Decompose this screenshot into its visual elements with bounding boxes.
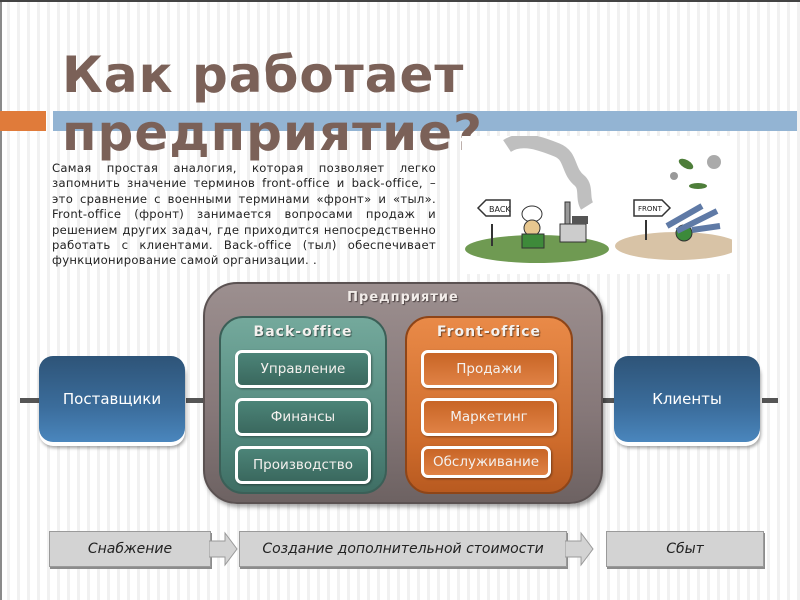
back-office-item-production: Производство (235, 446, 371, 484)
flow-step-supply: Снабжение (49, 531, 211, 567)
title-accent-bar (53, 111, 797, 131)
slide-title: Как работает предприятие? (62, 46, 484, 162)
connector-right-outer (762, 398, 778, 403)
connector-left-outer (20, 398, 40, 403)
back-front-cartoon-image: BACK FRONT (462, 136, 732, 274)
front-office-item-service: Обслуживание (421, 446, 551, 478)
flow-step-value-creation: Создание дополнительной стоимости (239, 531, 567, 567)
connector-right-inner (600, 398, 614, 403)
back-office-item-management: Управление (235, 350, 371, 388)
back-sign-text: BACK (489, 205, 511, 214)
front-sign-text: FRONT (638, 205, 663, 213)
back-office-label: Back-office (253, 324, 353, 340)
front-office-item-marketing: Маркетинг (421, 398, 557, 436)
top-border (0, 0, 800, 2)
clients-box: Клиенты (614, 356, 760, 442)
suppliers-box: Поставщики (39, 356, 185, 442)
left-border (0, 0, 2, 600)
enterprise-container: Предприятие Back-office Управление Финан… (203, 282, 603, 504)
front-office-item-sales: Продажи (421, 350, 557, 388)
front-office-label: Front-office (436, 324, 542, 340)
back-office-item-finance: Финансы (235, 398, 371, 436)
connector-left-inner (186, 398, 204, 403)
flow-arrow-icon (565, 531, 594, 567)
flow-arrow-icon (209, 531, 238, 567)
flow-step-sales: Сбыт (606, 531, 764, 567)
enterprise-label: Предприятие (347, 290, 459, 305)
back-office-section: Back-office Управление Финансы Производс… (219, 316, 387, 494)
slide-body-text: Самая простая аналогия, которая позволяе… (52, 161, 436, 268)
front-office-section: Front-office Продажи Маркетинг Обслужива… (405, 316, 573, 494)
title-accent-orange (0, 111, 46, 131)
